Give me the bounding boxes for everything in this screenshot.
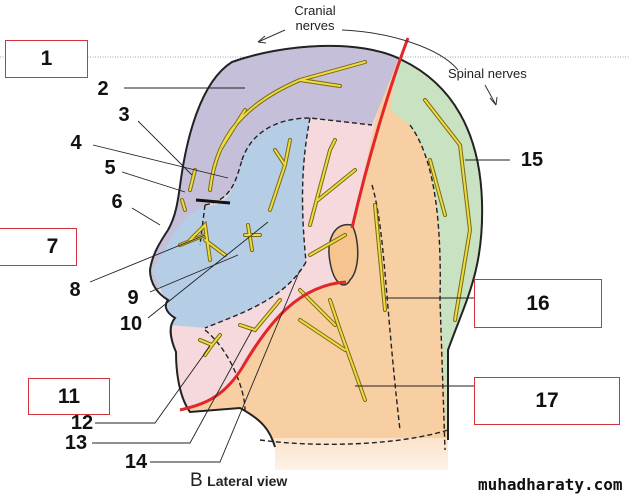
- answer-box-7[interactable]: 7: [0, 228, 77, 266]
- cranial-text-line2: nerves: [295, 17, 335, 33]
- label-8: 8: [69, 279, 81, 301]
- label-12: 12: [70, 412, 94, 434]
- label-13: 13: [64, 432, 88, 454]
- watermark: muhadharaty.com: [478, 475, 623, 494]
- label-6: 6: [111, 191, 123, 213]
- head-outline: [148, 44, 484, 448]
- leader-lines: [89, 87, 510, 463]
- cranial-spinal-boundary-lower: [179, 280, 347, 412]
- figure-caption: B Lateral view: [190, 470, 287, 492]
- label-5: 5: [104, 157, 116, 179]
- caption-text: Lateral view: [207, 473, 288, 489]
- eyebrow-mark: [195, 198, 231, 205]
- answer-box-17[interactable]: 17: [474, 377, 620, 425]
- caption-letter: B: [190, 470, 203, 491]
- cranial-spinal-boundary-upper: [350, 37, 410, 229]
- answer-box-11[interactable]: 11: [28, 378, 110, 415]
- label-10: 10: [119, 313, 143, 335]
- answer-box-1[interactable]: 1: [5, 40, 88, 78]
- cranial-text-line1: Cranial: [294, 3, 336, 18]
- answer-box-16[interactable]: 16: [474, 279, 602, 328]
- label-2: 2: [97, 78, 109, 100]
- label-14: 14: [124, 451, 148, 473]
- cranial-nerves-annotation: Cranial nerves: [287, 3, 343, 34]
- label-4: 4: [70, 132, 82, 154]
- label-9: 9: [127, 287, 139, 309]
- region-blue: [152, 118, 310, 328]
- direction-arrows: [257, 29, 498, 106]
- label-3: 3: [118, 104, 130, 126]
- label-15: 15: [520, 149, 544, 171]
- spinal-nerves-annotation: Spinal nerves: [448, 66, 527, 81]
